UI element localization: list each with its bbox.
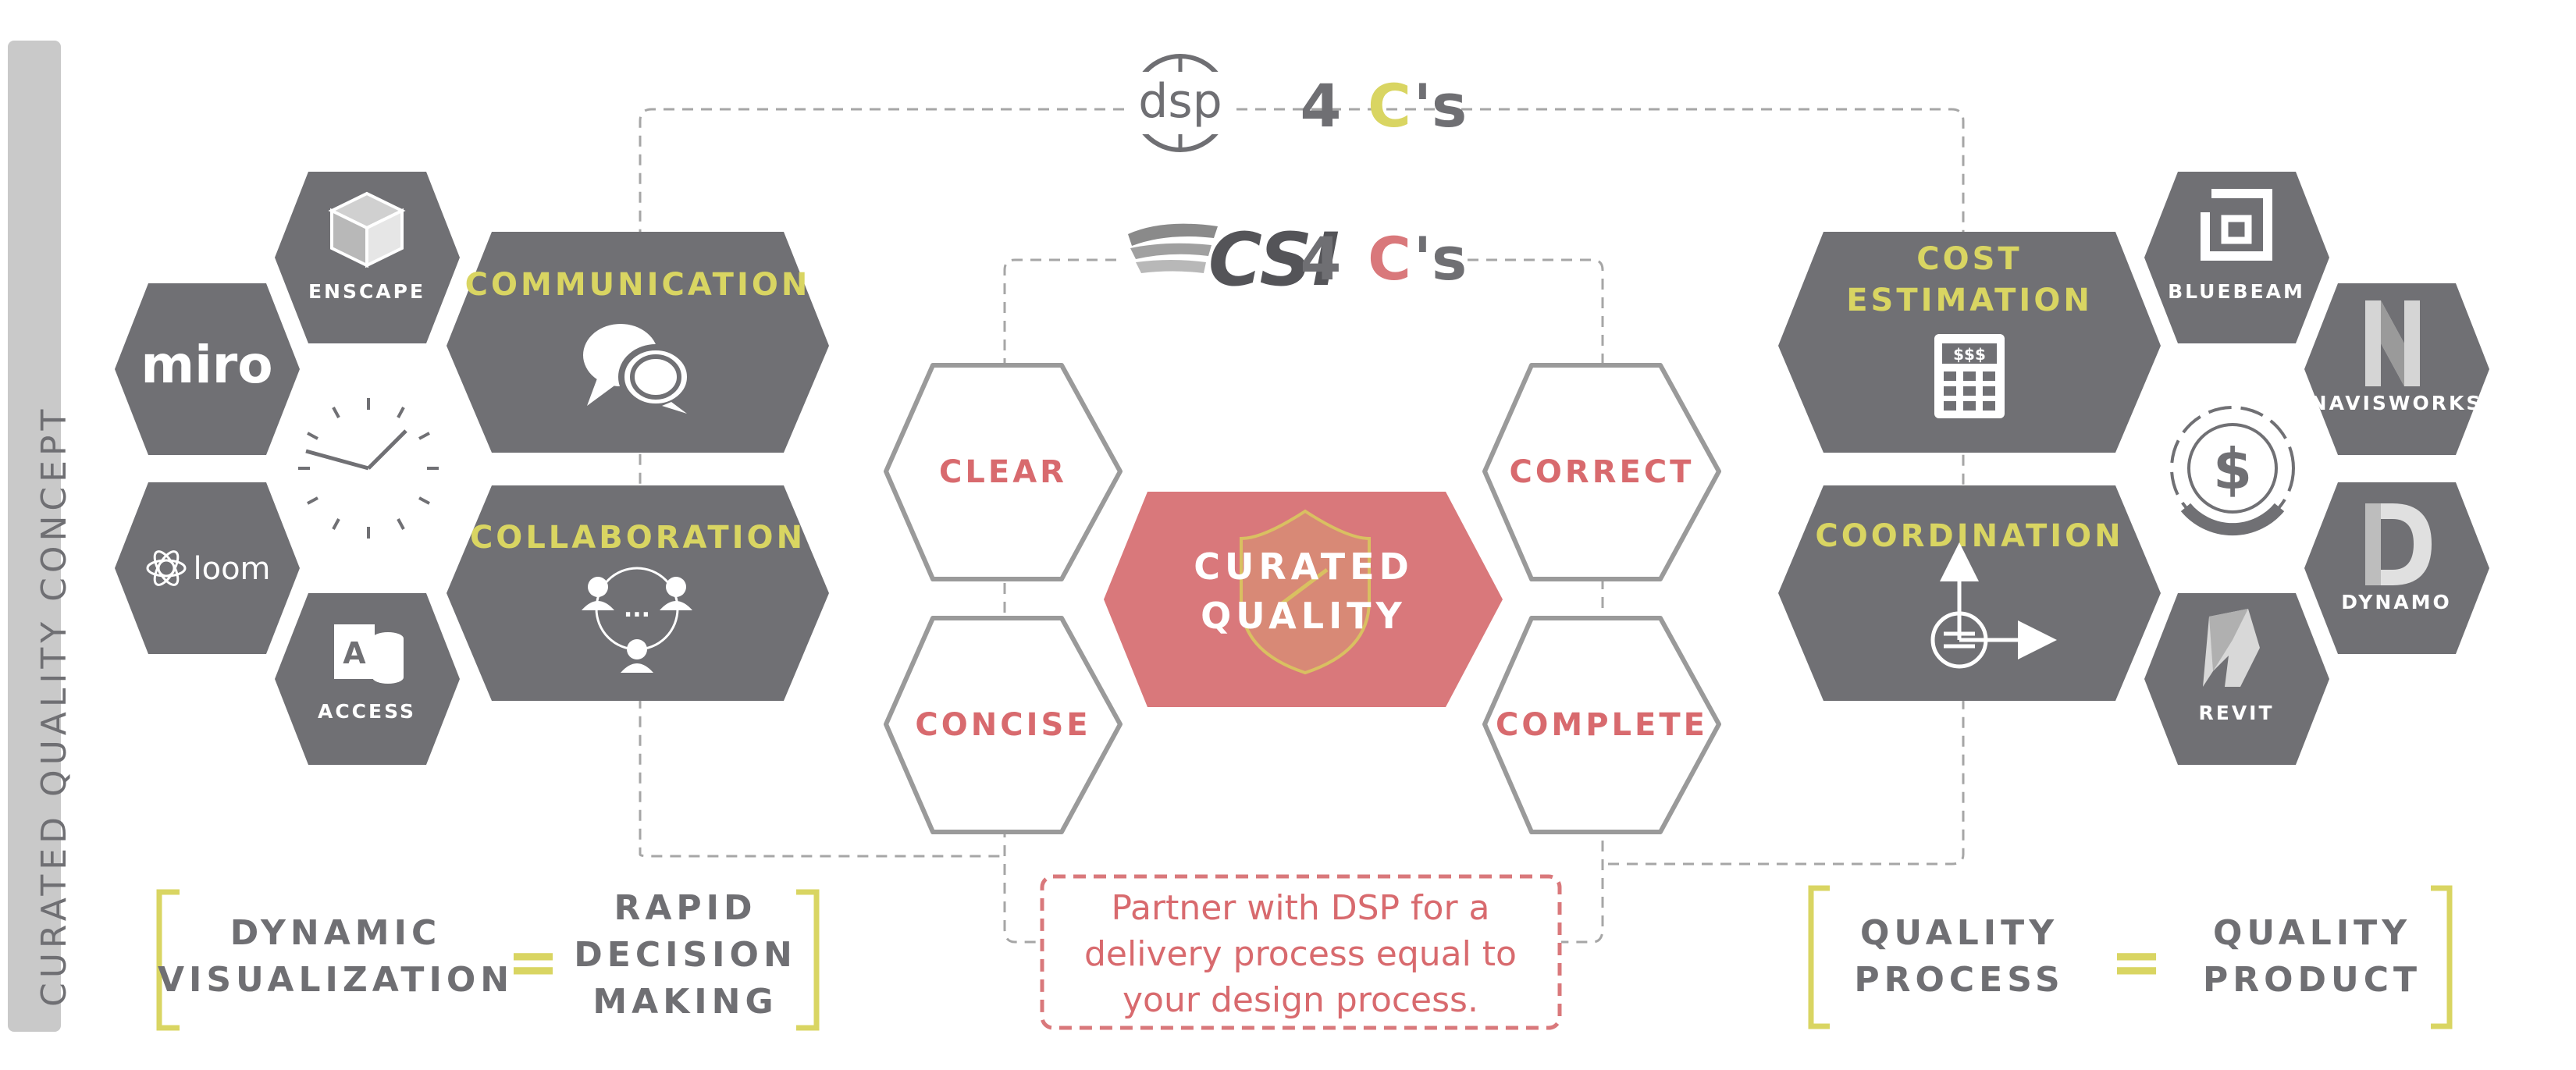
visualization-label: VISUALIZATION: [158, 960, 514, 1000]
clock-icon: [298, 398, 439, 539]
bluebeam-icon: [2201, 189, 2272, 261]
concise-hex: CONCISE: [884, 616, 1123, 834]
enscape-icon: [328, 191, 406, 268]
loom-icon: [146, 550, 187, 586]
cost-label: COST: [1916, 241, 2022, 277]
making-label: MAKING: [592, 982, 777, 1022]
calculator-icon: [1934, 334, 2005, 418]
csi-title-c: C: [1368, 224, 1411, 293]
coordination-hex: COORDINATION: [1778, 485, 2161, 701]
communication-label: COMMUNICATION: [465, 267, 811, 303]
bluebeam-hex: BLUEBEAM: [2144, 172, 2329, 343]
access-label: ACCESS: [318, 700, 416, 723]
enscape-label: ENSCAPE: [308, 280, 425, 303]
csi-4cs-title: CSI 4 C 's: [1128, 218, 1467, 303]
quality-equation: QUALITY PROCESS = QUALITY PRODUCT: [1808, 885, 2453, 1029]
estimation-label: ESTIMATION: [1846, 283, 2093, 318]
coordination-label: COORDINATION: [1815, 518, 2123, 554]
loom-label: loom: [193, 551, 270, 587]
dynamo-icon: [2365, 503, 2432, 585]
gear-dollar-symbol: $: [2213, 436, 2252, 502]
callout-line-3: your design process.: [1123, 980, 1478, 1020]
collaboration-label: COLLABORATION: [470, 520, 806, 556]
revit-label: REVIT: [2198, 702, 2274, 724]
quality-equals-sign: =: [2110, 926, 2162, 998]
csi-logo-swoosh: [1128, 223, 1218, 246]
csi-logo: CSI: [1208, 218, 1340, 303]
communication-hex: COMMUNICATION: [447, 232, 829, 453]
dynamic-label: DYNAMIC: [230, 913, 442, 953]
dynamo-hex: DYNAMO: [2304, 482, 2489, 654]
collaboration-hex: COLLABORATION ...: [447, 485, 829, 701]
sidebar-bar: [8, 41, 61, 1032]
cost-estimation-hex: COST ESTIMATION $$$: [1778, 232, 2161, 453]
miro-hex: miro: [115, 283, 300, 455]
bluebeam-label: BLUEBEAM: [2168, 280, 2305, 303]
dsp-frame-lines: [639, 108, 1965, 866]
callout-line-1: Partner with DSP for a: [1111, 888, 1489, 928]
correct-label: CORRECT: [1510, 454, 1695, 490]
dynamic-equation: DYNAMIC VISUALIZATION = RAPID DECISION M…: [156, 888, 820, 1031]
correct-hex: CORRECT: [1482, 363, 1721, 581]
coordinate-axes-icon: [1930, 542, 2057, 669]
dsp-logo: dsp: [1138, 74, 1222, 129]
concise-label: CONCISE: [915, 707, 1091, 743]
complete-hex: COMPLETE: [1482, 616, 1721, 834]
clear-label: CLEAR: [939, 454, 1067, 490]
miro-logo: miro: [141, 335, 272, 395]
equals-sign: =: [507, 926, 559, 998]
revit-icon: [2203, 609, 2260, 687]
quality-process-line-1: QUALITY: [1860, 913, 2058, 953]
csi-title-s: 's: [1414, 224, 1468, 293]
loom-hex: loom: [115, 482, 300, 654]
enscape-hex: ENSCAPE: [275, 172, 460, 343]
shield-icon: [1240, 509, 1371, 675]
csi-frame-lines: [1003, 258, 1604, 944]
chat-bubbles-icon: [583, 324, 693, 414]
dsp-title-s: 's: [1414, 71, 1468, 140]
access-hex: A ACCESS: [275, 593, 460, 765]
navisworks-icon: [2365, 300, 2420, 386]
svg-text:A: A: [343, 636, 366, 670]
team-dots: ...: [624, 595, 650, 623]
complete-label: COMPLETE: [1496, 707, 1708, 743]
quality-product-line-2: PRODUCT: [2203, 960, 2421, 1000]
quality-product-line-1: QUALITY: [2213, 913, 2411, 953]
navisworks-hex: NAVISWORKS: [2304, 283, 2489, 455]
curated-quality-hex: CURATED QUALITY: [1104, 492, 1503, 707]
revit-hex: REVIT: [2144, 593, 2329, 765]
team-network-icon: [582, 567, 692, 673]
decision-label: DECISION: [574, 935, 797, 975]
calculator-display: $$$: [1953, 345, 1986, 364]
callout-line-2: delivery process equal to: [1084, 934, 1517, 974]
csi-title-number: 4: [1300, 224, 1342, 293]
clear-hex: CLEAR: [884, 363, 1123, 581]
curated-label: CURATED: [1194, 546, 1414, 588]
gear-dollar-icon: $: [2170, 406, 2295, 536]
partner-callout: Partner with DSP for a delivery process …: [1040, 874, 1562, 1030]
quality-label: QUALITY: [1201, 595, 1407, 637]
dsp-4cs-title: dsp 4 C 's: [1124, 54, 1468, 152]
dynamo-label: DYNAMO: [2341, 591, 2451, 613]
quality-process-line-2: PROCESS: [1854, 960, 2064, 1000]
dsp-title-number: 4: [1300, 71, 1342, 140]
dsp-title-c: C: [1368, 71, 1411, 140]
navisworks-label: NAVISWORKS: [2311, 392, 2483, 414]
rapid-label: RAPID: [614, 888, 756, 928]
access-icon: A: [334, 624, 404, 684]
